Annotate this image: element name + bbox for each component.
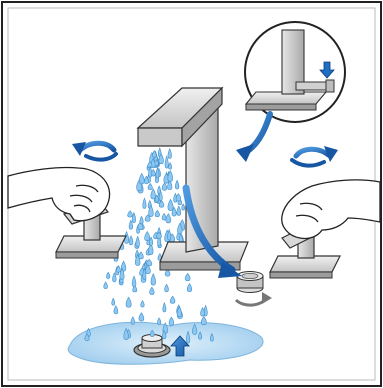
- aerator-icon: [237, 272, 263, 293]
- detail-callout: [245, 22, 345, 122]
